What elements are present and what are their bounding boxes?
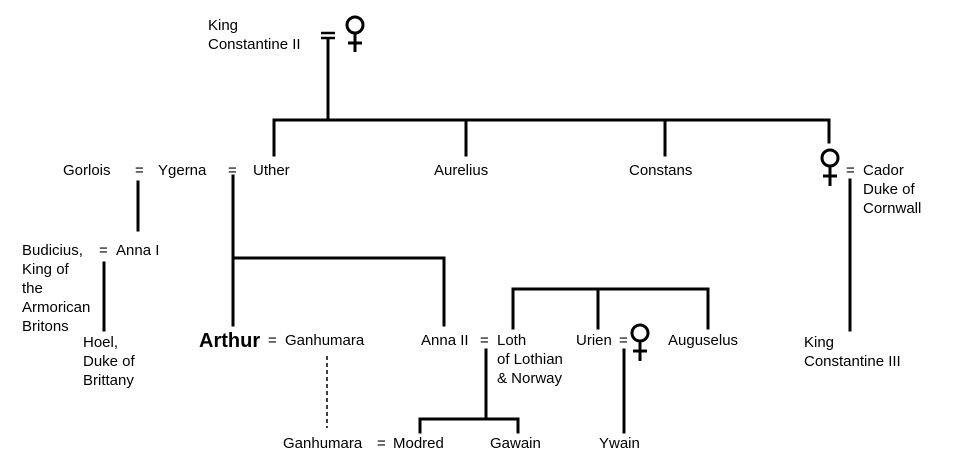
- person-ygerna: Ygerna: [158, 162, 207, 179]
- marriage-symbol: =: [135, 162, 144, 179]
- person-constantine-ii: King Constantine II: [208, 17, 301, 53]
- female-icon-cador-wife: [820, 148, 840, 186]
- person-uther: Uther: [253, 162, 290, 179]
- person-budicius: Budicius, King of the Armorican Britons: [22, 242, 91, 335]
- marriage-symbol: =: [480, 332, 489, 349]
- person-constans: Constans: [629, 162, 693, 179]
- person-constantine-iii: King Constantine III: [804, 334, 901, 370]
- person-gawain: Gawain: [490, 435, 541, 452]
- person-anna-ii: Anna II: [421, 332, 469, 349]
- marriage-symbol: =: [228, 162, 237, 179]
- marriage-symbol: =: [846, 162, 855, 179]
- marriage-symbol: =: [619, 332, 628, 349]
- person-ganhumara-2: Ganhumara: [283, 435, 363, 452]
- marriage-symbol: =: [377, 435, 386, 452]
- person-gorlois: Gorlois: [63, 162, 111, 179]
- marriage-symbol: =: [268, 332, 277, 349]
- marriage-symbol: =: [99, 242, 108, 259]
- person-urien: Urien: [576, 332, 612, 349]
- person-cador: Cador Duke of Cornwall: [863, 162, 922, 217]
- person-ywain: Ywain: [599, 435, 640, 452]
- person-arthur: Arthur: [199, 330, 261, 352]
- marriage-symbol-constantine: [321, 31, 335, 40]
- person-hoel: Hoel, Duke of Brittany: [83, 334, 135, 389]
- person-ganhumara: Ganhumara: [285, 332, 365, 349]
- person-loth: Loth of Lothian & Norway: [497, 332, 563, 387]
- female-icon-urien-wife: [630, 323, 650, 361]
- person-aurelius: Aurelius: [434, 162, 489, 179]
- person-anna-i: Anna I: [116, 242, 160, 259]
- person-modred: Modred: [393, 435, 444, 452]
- person-auguselus: Auguselus: [668, 332, 739, 349]
- female-icon-constantine-wife: [345, 15, 365, 52]
